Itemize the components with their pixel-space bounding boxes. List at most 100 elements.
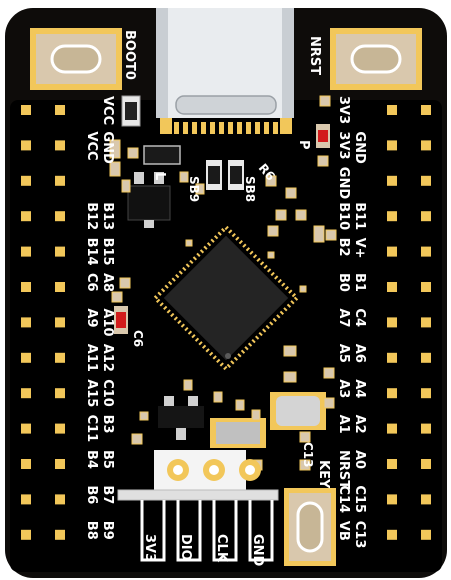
nrst-button[interactable] xyxy=(330,28,422,90)
header-pad xyxy=(387,352,397,363)
header-pad xyxy=(387,423,397,434)
header-pad xyxy=(421,459,431,469)
pin-label: VB xyxy=(336,521,351,541)
label-sb9: SB9 xyxy=(187,176,201,202)
header-pad xyxy=(21,423,31,434)
header-pad xyxy=(55,423,65,434)
swd-pin-hole xyxy=(245,465,255,475)
header-pad xyxy=(387,175,397,186)
smd-passive xyxy=(127,147,139,159)
usb-pad xyxy=(246,122,251,134)
header-pad xyxy=(21,459,31,469)
pin-label: A2 xyxy=(352,415,367,434)
smd-passive xyxy=(325,229,337,241)
pin-label: GND xyxy=(336,167,351,200)
pin-label: GND xyxy=(100,131,115,164)
smd-passive xyxy=(111,291,123,303)
key-label: KEY xyxy=(316,460,331,489)
key-button[interactable] xyxy=(284,488,336,566)
usb-c-connector-shade xyxy=(282,8,294,118)
smd-passive xyxy=(109,139,121,159)
smd-passive xyxy=(285,187,297,199)
nrst-label: NRST xyxy=(307,36,322,75)
pin-label: C14 xyxy=(336,485,351,513)
pin-label: A12 xyxy=(100,344,115,372)
header-pad xyxy=(387,494,397,505)
header-pad xyxy=(421,211,431,222)
smd-passive xyxy=(185,239,193,247)
header-pad xyxy=(421,529,431,540)
header-pad xyxy=(55,282,65,292)
header-pad xyxy=(387,388,397,399)
swd-pin-outline xyxy=(176,500,202,562)
sb8-resistor-body xyxy=(230,166,242,184)
pin-label: A4 xyxy=(352,379,367,398)
swd-label: GND xyxy=(250,534,265,567)
usb-c-port-opening xyxy=(175,95,277,115)
ldo-regulator xyxy=(127,172,171,228)
header-pad xyxy=(421,494,431,505)
pin-label: B6 xyxy=(84,485,99,504)
header-pad xyxy=(387,246,397,257)
header-pad xyxy=(55,246,65,257)
smd-passive xyxy=(267,251,275,259)
header-pad xyxy=(387,459,397,469)
swd-pin-hole xyxy=(173,465,183,475)
usb-pad xyxy=(280,118,292,134)
swd-pin-outline xyxy=(140,500,166,562)
crystal-small xyxy=(210,418,266,448)
header-pad xyxy=(55,352,65,363)
usb-pad xyxy=(219,122,224,134)
pin-label: A11 xyxy=(84,344,99,372)
pin-label: A1 xyxy=(336,415,351,434)
pin-label: B0 xyxy=(336,273,351,292)
smd-passive xyxy=(183,379,193,391)
header-pad xyxy=(421,175,431,186)
pin-label: A3 xyxy=(336,379,351,398)
left-header-pads xyxy=(21,105,65,540)
boot0-button[interactable] xyxy=(30,28,122,90)
header-pad xyxy=(21,211,31,222)
pin-label: B9 xyxy=(100,521,115,540)
usb-pad xyxy=(228,122,233,134)
header-pad xyxy=(387,529,397,540)
smd-passive xyxy=(323,367,335,379)
usb-pad xyxy=(201,122,206,134)
pin-label: A0 xyxy=(352,450,367,469)
smd-passive xyxy=(195,183,205,195)
smd-passive xyxy=(319,95,331,107)
header-pad xyxy=(387,211,397,222)
pin-label: C11 xyxy=(84,415,99,443)
usb-pad xyxy=(174,122,179,134)
smd-passive xyxy=(131,433,143,445)
smd-passive xyxy=(119,277,131,289)
pin-label: A9 xyxy=(84,308,99,327)
pin-label: B11 xyxy=(352,202,367,230)
header-pad xyxy=(55,175,65,186)
header-pad xyxy=(21,140,31,151)
pin-label: A15 xyxy=(84,379,99,407)
pin-label: C15 xyxy=(352,485,367,513)
label-c6: C6 xyxy=(131,330,145,347)
smd-passive xyxy=(295,209,307,221)
header-pad xyxy=(421,352,431,363)
swd-pin-hole xyxy=(209,465,219,475)
header-pad xyxy=(21,352,31,363)
pin-label: 3V3 xyxy=(336,131,351,159)
header-pad xyxy=(387,317,397,328)
header-pad xyxy=(55,317,65,328)
pin-label: B13 xyxy=(100,202,115,230)
smd-passive xyxy=(299,459,311,471)
pin-label: B15 xyxy=(100,238,115,266)
header-pad xyxy=(21,494,31,505)
pin-label: B7 xyxy=(100,485,115,504)
smd-passive xyxy=(179,171,189,183)
header-pad xyxy=(55,211,65,222)
smd-passive xyxy=(299,285,307,293)
header-pad xyxy=(421,423,431,434)
header-pad xyxy=(55,494,65,505)
pin-label: C10 xyxy=(100,379,115,407)
pin-label: A10 xyxy=(100,308,115,336)
pin-label: B1 xyxy=(352,273,367,292)
